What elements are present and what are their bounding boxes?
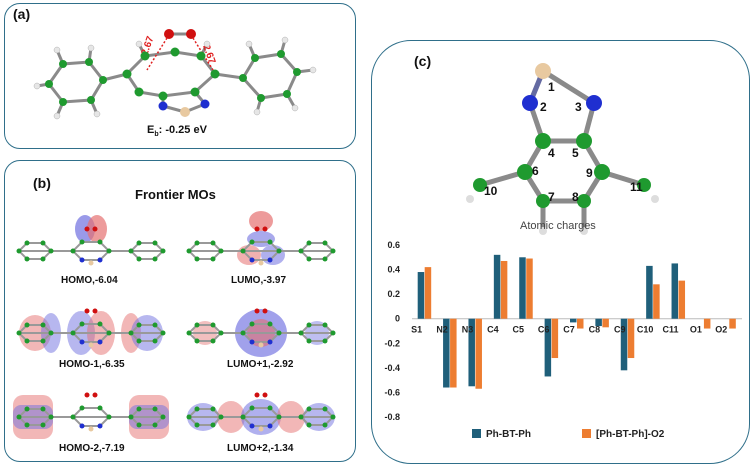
- atom-number-1: 1: [548, 80, 555, 94]
- binding-energy-label: Eb: -0.25 eV: [147, 124, 207, 139]
- atom-number-4: 4: [548, 146, 555, 160]
- orbital-label-homo: HOMO,-6.04: [61, 275, 118, 286]
- bar-o2-series-2: [729, 318, 736, 329]
- y-tick-label: -0.4: [384, 363, 400, 373]
- panel-b-label: (b): [33, 175, 51, 191]
- y-tick-label: -0.8: [384, 412, 400, 422]
- bar-c5-series-2: [526, 258, 533, 319]
- bar-s1-series-1: [417, 272, 425, 319]
- orbital-label-homo-1: HOMO-1,-6.35: [59, 359, 125, 370]
- panel-a-label: (a): [13, 6, 31, 22]
- x-tick-label: C9: [614, 325, 626, 335]
- legend-label: Ph-BT-Ph: [486, 429, 531, 440]
- x-axis-labels: S1 N2 N3 C4 C5 C6 C7 C8 C9 C10 C11 O1 O2: [411, 325, 727, 335]
- bar-n2-series-1: [443, 318, 450, 388]
- bar-c9-series-1: [620, 318, 628, 371]
- bar-n3-series-2: [475, 318, 482, 389]
- legend-swatch: [582, 429, 591, 438]
- y-tick-label: -0.2: [384, 338, 400, 348]
- atom-number-3: 3: [575, 100, 582, 114]
- bar-c9-series-2: [627, 318, 635, 359]
- bar-c8-series-1: [595, 318, 602, 327]
- frontier-mos-title: Frontier MOs: [135, 187, 216, 202]
- dimer-structure-image: 2.67 2.67: [33, 29, 317, 120]
- atom-number-10: 10: [484, 184, 498, 198]
- x-tick-label: C4: [487, 325, 499, 335]
- x-tick-label: C11: [663, 325, 679, 335]
- orbital-images: [13, 211, 337, 439]
- bar-c6-series-1: [544, 318, 552, 377]
- atom-number-11: 11: [630, 180, 643, 194]
- panel-c-label: (c): [414, 53, 432, 69]
- x-tick-label: C10: [637, 325, 654, 335]
- x-tick-label: C8: [589, 325, 601, 335]
- bar-n3-series-1: [468, 318, 475, 387]
- x-tick-label: N3: [462, 325, 474, 335]
- bar-c10-series-1: [646, 265, 653, 319]
- chart-legend: Ph-BT-Ph [Ph-BT-Ph]-O2: [472, 429, 665, 440]
- x-tick-label: C7: [563, 325, 575, 335]
- bar-c11-series-1: [671, 263, 679, 319]
- bar-n2-series-2: [450, 318, 457, 388]
- panel-c: (c): [371, 40, 750, 464]
- bar-c7-series-2: [577, 318, 584, 329]
- legend-label: [Ph-BT-Ph]-O2: [596, 429, 665, 440]
- legend-swatch: [472, 429, 481, 438]
- atom-number-6: 6: [532, 164, 539, 178]
- orbital-label-lumo-plus-1: LUMO+1,-2.92: [227, 359, 294, 370]
- bar-c5-series-1: [519, 257, 526, 319]
- x-tick-label: S1: [411, 325, 422, 335]
- y-tick-label: -0.6: [384, 387, 400, 397]
- orbital-label-lumo-plus-2: LUMO+2,-1.34: [227, 443, 294, 454]
- x-tick-label: O2: [715, 325, 727, 335]
- y-tick-label: 0.4: [387, 265, 400, 275]
- y-tick-label: 0: [395, 314, 400, 324]
- x-tick-label: C6: [538, 325, 550, 335]
- benzothiadiazole-structure: 1 2 3 4 5 6 7 8 9 10 11 Atomic charges: [466, 63, 659, 235]
- atomic-charges-chart: 0.6 0.4 0.2 0 -0.2 -0.4 -0.6 -0.8 S1 N2 N3 C4 C5 C6 C…: [384, 240, 742, 440]
- atom-number-8: 8: [572, 190, 579, 204]
- y-axis: 0.6 0.4 0.2 0 -0.2 -0.4 -0.6 -0.8: [384, 240, 400, 422]
- orbital-label-homo-2: HOMO-2,-7.19: [59, 443, 125, 454]
- orbital-label-lumo: LUMO,-3.97: [231, 275, 287, 286]
- atom-number-9: 9: [586, 166, 593, 180]
- atom-number-7: 7: [548, 190, 555, 204]
- x-tick-label: N2: [436, 325, 448, 335]
- y-tick-label: 0.2: [387, 289, 400, 299]
- bar-c7-series-1: [570, 318, 577, 323]
- x-tick-label: O1: [690, 325, 702, 335]
- bar-c8-series-2: [602, 318, 609, 328]
- bar-s1-series-2: [424, 267, 432, 319]
- panel-a: (a): [4, 3, 356, 149]
- atom-number-2: 2: [540, 100, 547, 114]
- bar-c4-series-2: [500, 260, 508, 319]
- x-tick-label: C5: [512, 325, 524, 335]
- atomic-charges-caption: Atomic charges: [520, 220, 596, 232]
- bars: [417, 254, 736, 389]
- bar-c6-series-2: [551, 318, 559, 359]
- atom-number-5: 5: [572, 146, 579, 160]
- bar-o1-series-2: [703, 318, 711, 329]
- y-tick-label: 0.6: [387, 240, 400, 250]
- bar-c10-series-2: [653, 284, 660, 319]
- bar-c4-series-1: [493, 254, 501, 319]
- bar-c11-series-2: [678, 280, 686, 319]
- panel-b: (b) Frontier MOs: [4, 160, 356, 462]
